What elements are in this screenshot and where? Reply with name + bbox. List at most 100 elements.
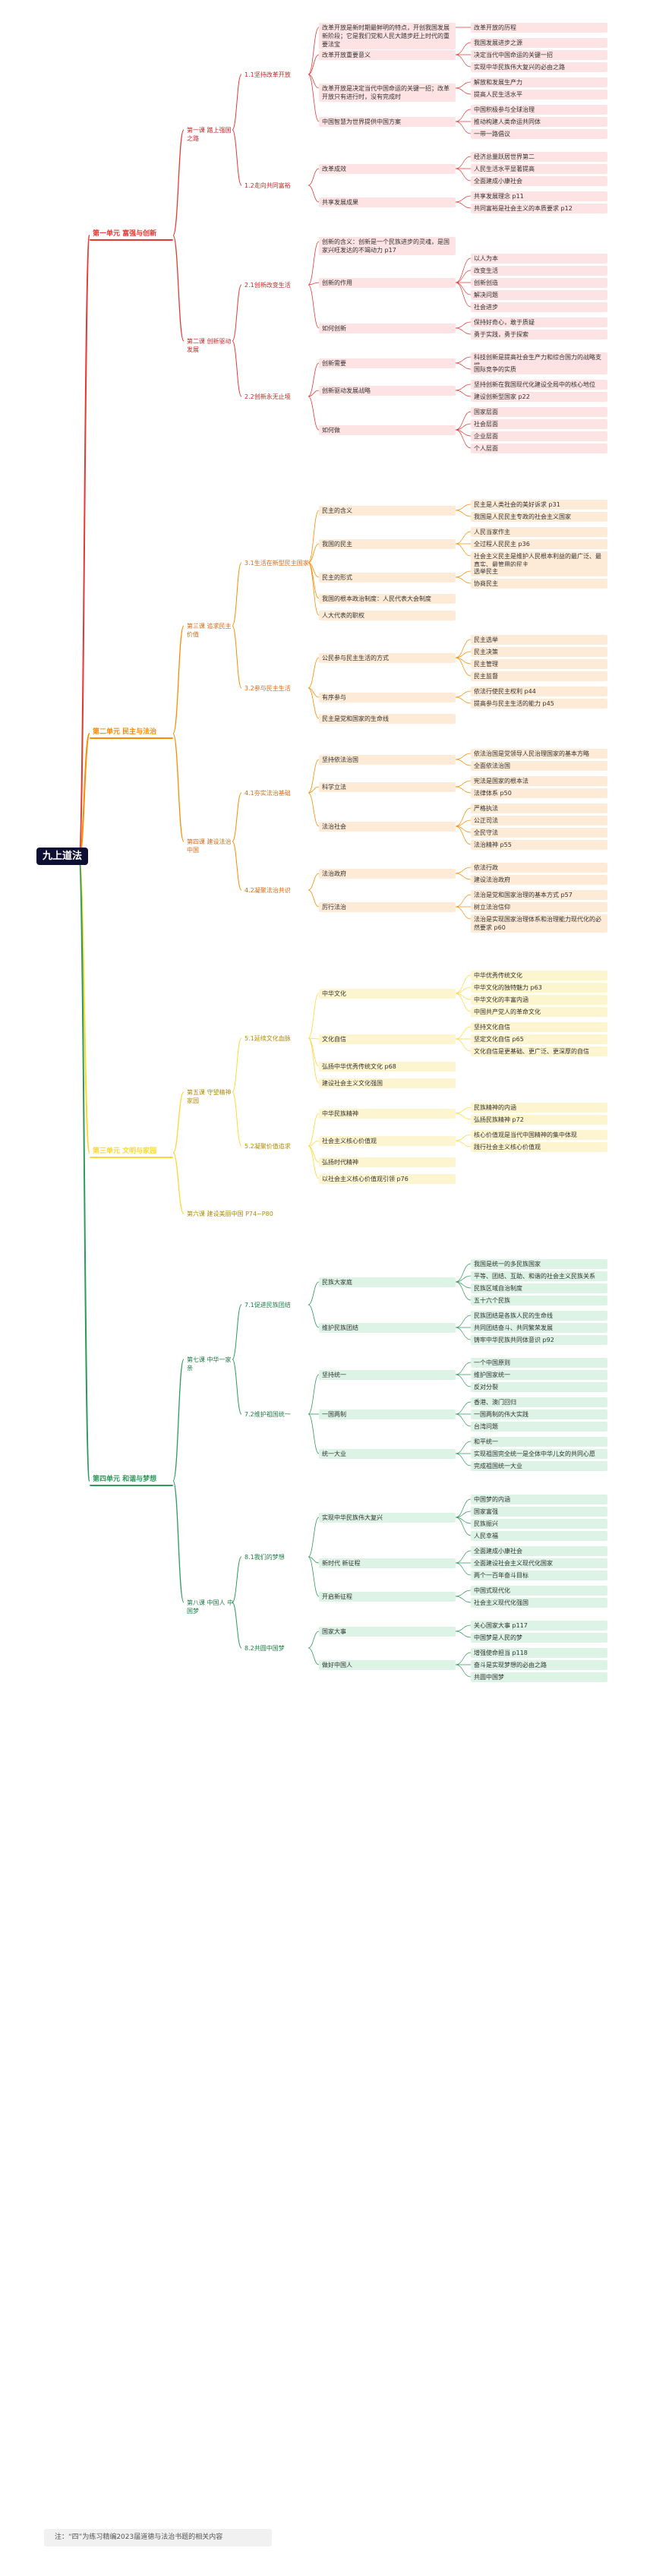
item-node: 创新的作用 [319,278,456,288]
child-node: 法治精神 p55 [471,840,607,850]
item-child-link [455,195,472,203]
unit-lesson-link [172,1359,185,1482]
child-node: 创新创造 [471,278,607,288]
lesson-section-link [232,1556,242,1603]
child-node: 文化自信是更基础、更广泛、更深厚的自信 [471,1046,607,1056]
child-node: 民主选举 [471,635,607,645]
child-node: 民主是人类社会的美好诉求 p31 [471,500,607,510]
child-node: 建设法治政府 [471,875,607,885]
item-child-link [455,807,472,827]
item-child-link [455,321,472,329]
lesson-node: 第六课 建设美丽中国 P74~P80 [187,1211,273,1217]
section-item-link [308,1374,320,1415]
lesson-section-link [232,284,242,342]
child-node: 实现祖国完全统一是全体中华儿女的共同心愿 [471,1449,607,1459]
item-node: 改革开放重要意义 [319,50,456,60]
section-item-link [308,1556,320,1597]
item-child-link [455,510,472,517]
child-node: 解放和发展生产力 [471,77,607,87]
item-child-link [455,690,472,698]
unit-lesson-link [172,1152,185,1214]
child-node: 以人为本 [471,254,607,264]
item-child-link [455,1401,472,1415]
child-node: 关心国家大事 p117 [471,1621,607,1631]
child-node: 改革开放的历程 [471,23,607,33]
item-child-link [455,411,472,431]
child-node: 反对分裂 [471,1382,607,1392]
item-child-link [455,109,472,122]
item-child-link [455,993,472,1012]
lesson-section-link [232,1304,242,1360]
section-item-link [308,396,320,431]
item-node: 弘扬时代精神 [319,1157,456,1167]
child-node: 民族精神的内涵 [471,1103,607,1113]
child-node: 维护国家统一 [471,1370,607,1380]
item-node: 创新驱动发展战略 [319,386,456,396]
item-child-link [455,1664,472,1678]
lesson-section-link [232,625,242,689]
child-node: 中国式现代化 [471,1586,607,1596]
section-node: 3.2参与民主生活 [244,685,291,692]
child-node: 推动构建人类命运共同体 [471,117,607,127]
item-child-link [455,1589,472,1597]
child-node: 共圆中国梦 [471,1672,607,1682]
item-child-link [455,1517,472,1536]
item-child-link [455,657,472,677]
item-child-link [455,1113,472,1120]
item-node: 一国两制 [319,1410,456,1419]
section-item-link [308,1413,320,1454]
child-node: 社会层面 [471,419,607,429]
section-node: 7.1促进民族团结 [244,1302,291,1309]
child-node: 国家富强 [471,1507,607,1517]
item-child-link [455,54,472,68]
child-node: 全过程人民民主 p36 [471,539,607,549]
section-item-link [308,873,320,891]
section-item-link [308,27,320,75]
section-item-link [308,1304,320,1328]
child-node: 法治是党和国家治理的基本方式 p57 [471,890,607,900]
section-item-link [308,1281,320,1305]
item-child-link [455,257,472,283]
item-node: 弘扬中华优秀传统文化 p68 [319,1062,456,1072]
lesson-section-link [232,74,242,131]
section-item-link [308,1556,320,1564]
section-item-link [308,282,320,286]
item-child-link [455,1631,472,1638]
child-node: 法律体系 p50 [471,788,607,798]
child-node: 坚持创新在我国现代化建设全局中的核心地位 [471,380,607,390]
child-node: 公正司法 [471,816,607,826]
child-node: 平等、团结、互助、和谐的社会主义民族关系 [471,1271,607,1281]
item-node: 人大代表的职权 [319,611,456,620]
child-node: 依法行使民主权利 p44 [471,687,607,696]
item-child-link [455,1263,472,1283]
item-node: 我国的民主 [319,539,456,549]
child-node: 国际竞争的实质 [471,365,607,374]
item-child-link [455,894,472,908]
section-item-link [308,1037,320,1040]
item-child-link [455,1106,472,1114]
lesson-section-link [232,1037,242,1093]
child-node: 人民幸福 [471,1531,607,1541]
item-node: 法治政府 [319,869,456,879]
item-child-link [455,504,472,511]
item-node: 科学立法 [319,782,456,792]
lesson-node: 第七课 中华一家亲 [187,1356,232,1372]
unit-lesson-link [172,1091,185,1154]
item-child-link [455,1511,472,1518]
item-child-link [455,576,472,584]
item-child-link [455,390,472,397]
section-item-link [308,1113,320,1147]
section-item-link [308,74,320,122]
section-item-link [308,786,320,794]
lesson-section-link [232,841,242,891]
item-node: 做好中国人 [319,1660,456,1670]
item-child-link [455,1281,472,1301]
unit-node: 第一单元 富强与创新 [90,229,173,241]
child-node: 坚定文化自信 p65 [471,1034,607,1044]
section-node: 7.2维护祖国统一 [244,1411,291,1418]
item-node: 我国的根本政治制度：人民代表大会制度 [319,594,456,604]
section-item-link [308,510,320,564]
lesson-node: 第五课 守望精神家园 [187,1089,232,1104]
item-node: 建设社会主义文化强国 [319,1078,456,1088]
section-item-link [308,543,320,564]
